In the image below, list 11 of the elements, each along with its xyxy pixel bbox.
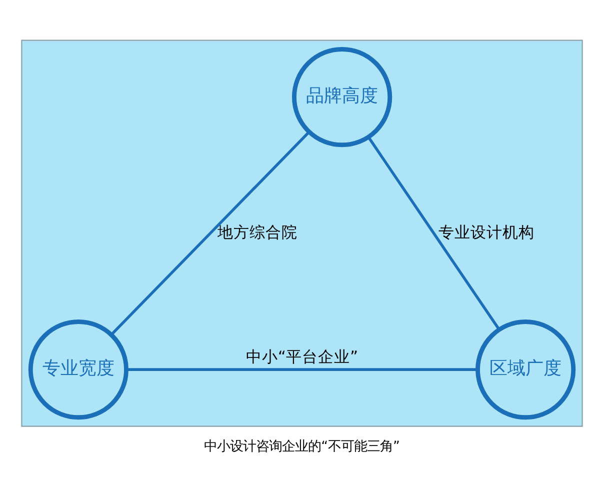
- node-circle: 区域广度: [476, 319, 576, 420]
- connector: [367, 136, 500, 330]
- cluster: [21, 39, 583, 426]
- connector: [110, 130, 310, 336]
- node-circle: 专业宽度: [28, 319, 128, 420]
- edge-label: 中小“平台企业”: [246, 348, 358, 366]
- caption: 中小设计咨询企业的“不可能三角”: [204, 438, 400, 454]
- edge-label: 专业设计机构: [438, 222, 535, 241]
- node-circle: 品牌高度: [292, 46, 392, 147]
- connector: [126, 368, 478, 370]
- edge-label: 地方综合院: [218, 222, 298, 241]
